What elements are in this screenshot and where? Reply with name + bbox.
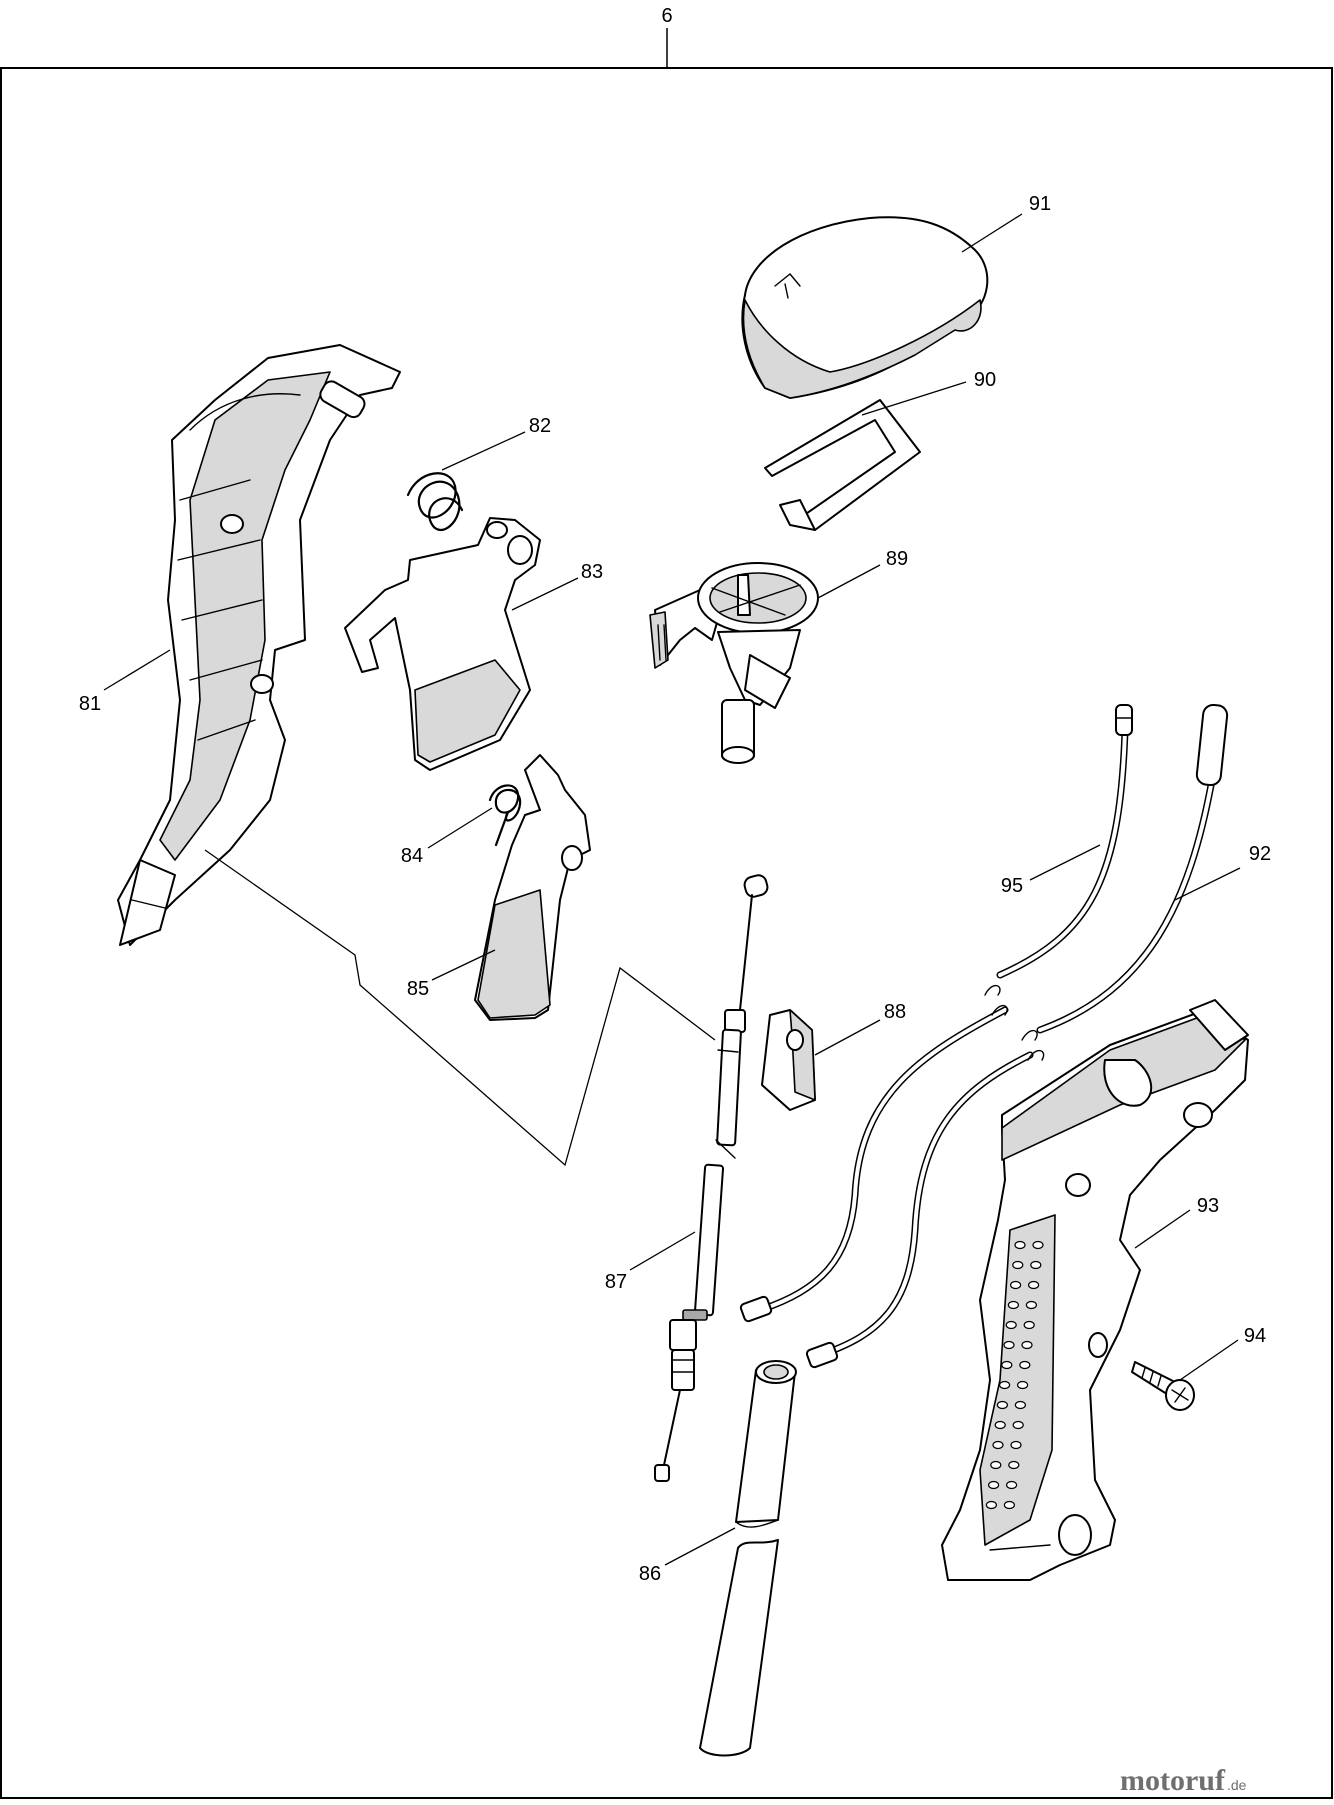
vent-hole [998,1380,1011,1390]
part-89-choke-knob[interactable] [649,562,819,764]
callout-94: 94 [1244,1325,1266,1347]
assembly-label: 6 [661,5,672,27]
watermark-text: motoruf [1120,1764,1226,1797]
part-95-cable[interactable] [739,704,1133,1323]
vent-hole [1003,1340,1015,1350]
vent-hole [1014,1400,1027,1410]
part-88-clip[interactable] [761,1009,816,1111]
leader-90 [861,381,967,416]
callout-87: 87 [605,1271,627,1293]
part-94-screw[interactable] [1131,1361,1195,1411]
part-93-handle-half[interactable] [941,999,1249,1581]
leader-86 [664,1527,736,1566]
vent-hole [985,1500,998,1510]
leader-93 [1134,1209,1191,1249]
callout-91: 91 [1029,193,1051,215]
vent-hole [1007,1300,1020,1310]
part-82-spring[interactable] [406,472,464,532]
leader-85 [431,949,496,981]
callout-88: 88 [884,1001,906,1023]
vent-hole [1014,1240,1026,1250]
vent-hole [1005,1320,1017,1330]
leader-82 [441,431,526,471]
part-92-cable[interactable] [805,703,1229,1369]
assembly-connector-line [204,849,716,1167]
diagram-frame [0,67,1333,1799]
watermark-suffix: .de [1227,1777,1247,1793]
callout-86: 86 [639,1563,661,1585]
leader-87 [629,1231,696,1271]
callout-85: 85 [407,978,429,1000]
vent-hole [1019,1360,1031,1370]
leader-94 [1179,1339,1239,1381]
vent-hole [1032,1240,1044,1250]
part-91-cap[interactable] [741,216,989,399]
leader-84 [427,807,493,849]
vent-hole [1005,1480,1018,1490]
part-87-throttle-cable[interactable] [654,873,769,1482]
callout-90: 90 [974,369,996,391]
part-85-throttle-trigger[interactable] [474,754,591,1021]
part-86-tube[interactable] [699,1360,797,1757]
part-83-lever[interactable] [344,517,541,771]
vent-hole [1021,1340,1033,1350]
callout-92: 92 [1249,843,1271,865]
leader-92 [1174,867,1241,901]
vent-hole [987,1480,1000,1490]
vent-hole [990,1460,1002,1470]
vent-hole [1025,1300,1038,1310]
vent-hole [1012,1420,1024,1430]
leader-81 [103,649,171,691]
vent-hole [1003,1500,1016,1510]
leader-88 [814,1019,881,1056]
vent-hole [994,1420,1006,1430]
vent-hole [996,1400,1009,1410]
vent-hole [1009,1280,1022,1290]
callout-93: 93 [1197,1195,1219,1217]
callout-83: 83 [581,561,603,583]
leader-91 [961,213,1023,253]
handle-93-holes [985,1240,1044,1510]
leader-83 [511,577,579,611]
vent-hole [1016,1380,1029,1390]
vent-hole [992,1440,1004,1450]
callout-81: 81 [79,693,101,715]
vent-hole [1012,1260,1024,1270]
vent-hole [1008,1460,1020,1470]
leader-89 [817,564,881,599]
leader-95 [1029,844,1101,881]
watermark-logo: motoruf .de [1120,1764,1247,1797]
vent-hole [1010,1440,1022,1450]
part-84-spring[interactable] [488,784,522,847]
vent-hole [1001,1360,1013,1370]
callout-84: 84 [401,845,423,867]
part-90-bracket[interactable] [764,399,921,531]
part-81-handle-half[interactable] [117,344,401,946]
vent-hole [1030,1260,1042,1270]
callout-89: 89 [886,548,908,570]
callout-82: 82 [529,415,551,437]
vent-hole [1027,1280,1040,1290]
callout-95: 95 [1001,875,1023,897]
vent-hole [1023,1320,1035,1330]
